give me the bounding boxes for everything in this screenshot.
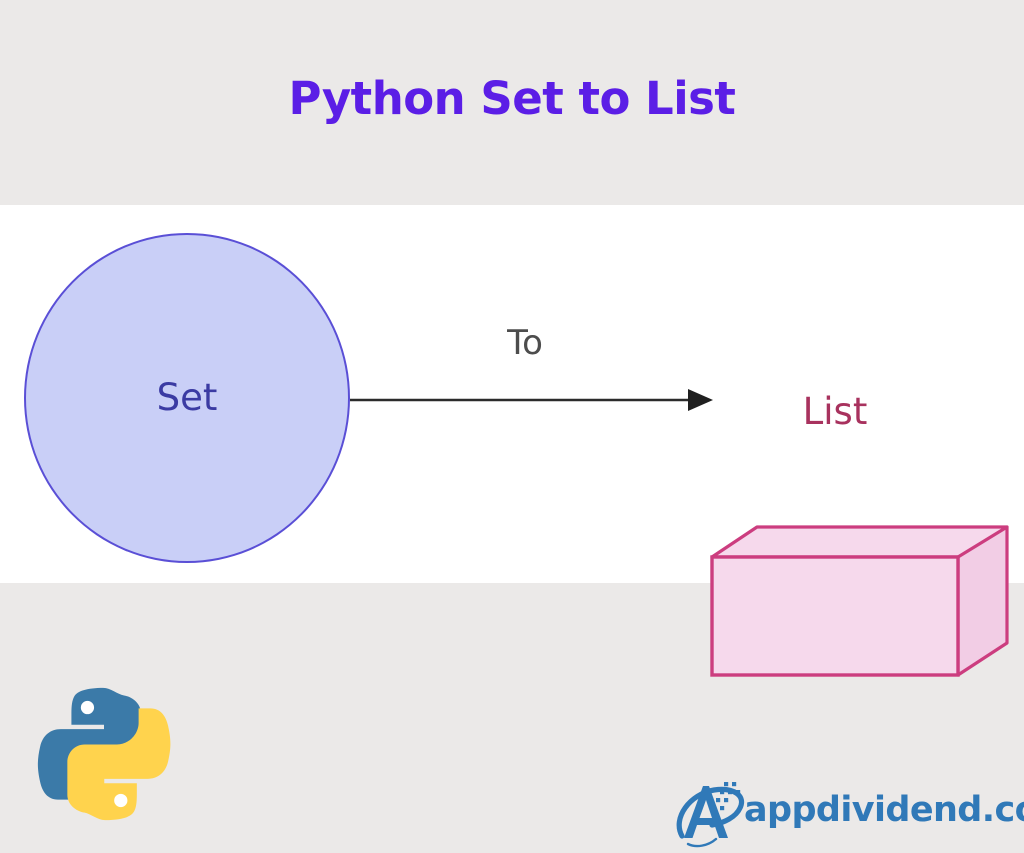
- site-logo[interactable]: appdividend.com: [676, 776, 1024, 848]
- page-title: Python Set to List: [288, 72, 736, 125]
- set-node-label: Set: [156, 375, 218, 419]
- site-logo-text: appdividend.com: [744, 790, 1024, 830]
- appdividend-mark-icon: [676, 782, 745, 848]
- diagram-stage: Set To List: [0, 205, 1024, 677]
- set-node: Set: [24, 233, 350, 563]
- list-node: [710, 525, 1009, 677]
- list-box-front-face: [710, 555, 960, 677]
- list-node-label: List: [802, 389, 868, 433]
- connector-label: To: [507, 323, 543, 363]
- python-logo-icon: [37, 687, 171, 821]
- background-band-top: [0, 0, 1024, 205]
- connector-arrow: [350, 389, 713, 411]
